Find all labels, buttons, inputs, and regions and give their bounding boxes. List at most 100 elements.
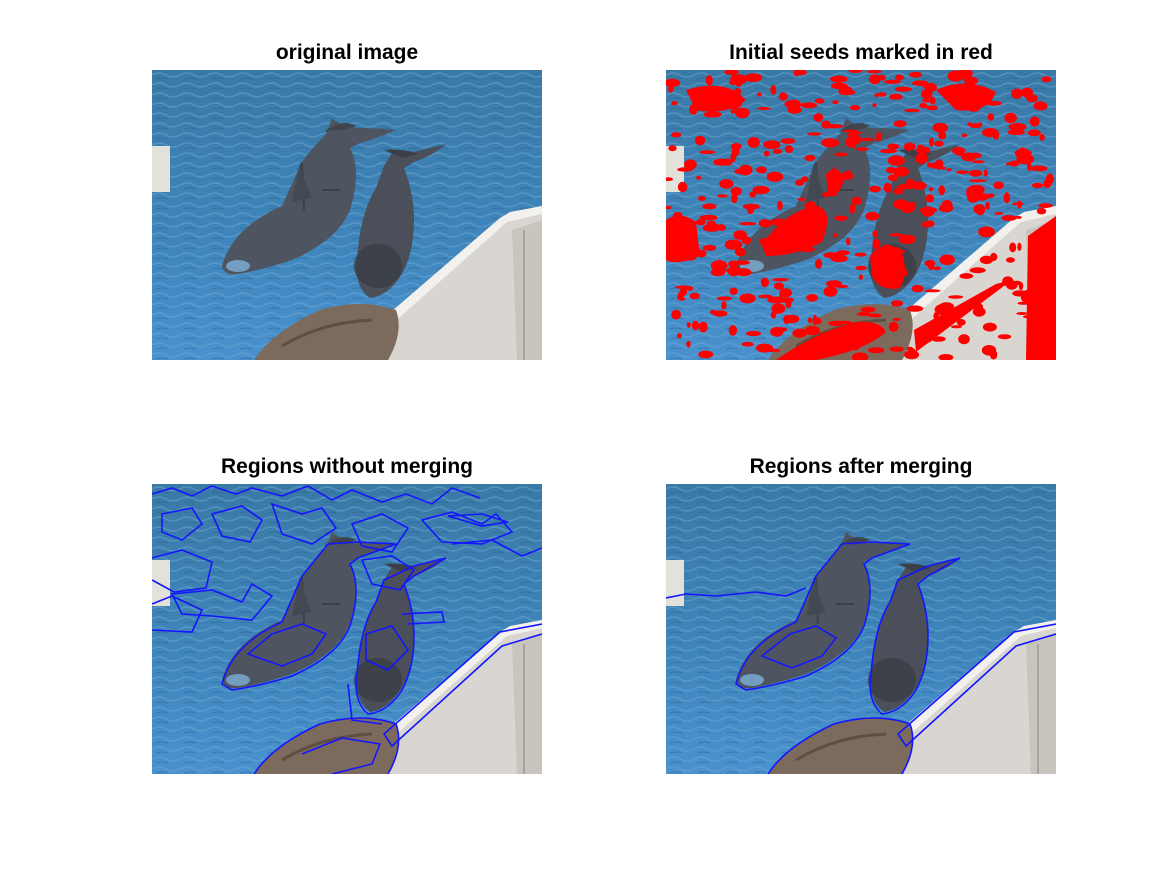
seed-marker — [716, 259, 723, 270]
seed-marker — [889, 93, 903, 100]
seed-marker — [849, 105, 861, 111]
seed-marker — [851, 196, 863, 205]
seed-marker — [719, 179, 734, 189]
seed-marker — [724, 239, 743, 250]
seed-marker — [1005, 162, 1012, 166]
seed-marker — [883, 79, 902, 84]
seed-marker — [770, 311, 777, 319]
seed-marker — [702, 203, 717, 210]
seed-marker — [926, 105, 939, 111]
seed-marker — [961, 152, 977, 162]
seed-marker — [784, 314, 800, 324]
seed-marker — [909, 71, 922, 78]
seed-marker — [691, 320, 700, 331]
seed-marker — [666, 205, 673, 210]
seed-marker — [792, 328, 808, 338]
seed-marker — [893, 120, 907, 128]
seed-marker — [906, 305, 924, 312]
seed-marker — [929, 162, 943, 169]
seed-marker — [745, 330, 762, 337]
seed-marker — [919, 207, 938, 213]
seed-marker — [979, 255, 994, 265]
seed-marker — [709, 224, 716, 231]
seed-marker — [872, 238, 881, 250]
seed-marker — [730, 143, 742, 150]
seed-marker — [744, 73, 763, 82]
seed-marker — [777, 200, 783, 211]
seed-marker — [877, 74, 886, 81]
seed-marker — [668, 85, 674, 93]
seed-marker — [889, 233, 903, 237]
seed-marker — [698, 196, 706, 201]
seed-marker — [893, 199, 909, 210]
seed-marker — [1046, 173, 1054, 185]
seed-marker — [857, 312, 872, 316]
seed-marker — [686, 322, 691, 328]
seed-marker — [950, 325, 962, 329]
seed-marker — [854, 252, 867, 257]
seed-marker — [856, 147, 869, 151]
seed-marker — [710, 268, 726, 277]
seeds-image-panel — [666, 70, 1056, 360]
seed-marker — [982, 128, 999, 138]
seed-marker — [698, 321, 708, 333]
merged-region-boundaries — [666, 541, 1056, 774]
seed-marker — [876, 92, 887, 97]
seed-marker — [1009, 160, 1020, 167]
seed-marker — [874, 93, 879, 98]
seed-marker — [804, 154, 816, 162]
seed-marker — [904, 350, 920, 360]
seed-marker — [939, 254, 955, 266]
seed-marker — [983, 169, 989, 177]
seed-marker — [1011, 88, 1023, 99]
seed-marker — [869, 185, 881, 193]
seed-marker — [890, 300, 904, 307]
seed-marker — [866, 70, 883, 74]
seed-marker — [823, 192, 828, 198]
seed-marker — [1014, 215, 1022, 219]
seed-marker — [907, 201, 916, 209]
seed-marker — [916, 146, 931, 155]
seed-marker — [977, 122, 983, 128]
seed-marker — [924, 220, 935, 227]
seed-marker — [771, 303, 786, 314]
seed-marker — [766, 171, 784, 182]
seed-marker — [696, 175, 702, 180]
seed-marker — [712, 310, 728, 317]
seed-marker — [703, 111, 722, 118]
seed-marker — [702, 244, 717, 251]
seed-marker — [1021, 87, 1033, 98]
seed-marker — [784, 145, 794, 154]
seed-marker — [758, 294, 773, 299]
seed-marker — [928, 187, 933, 192]
seed-marker — [814, 98, 825, 104]
seed-marker — [1031, 182, 1044, 188]
seed-marker — [1004, 112, 1017, 124]
seed-marker — [994, 211, 1004, 215]
seed-marker — [739, 222, 757, 226]
seed-marker — [1038, 203, 1053, 209]
seed-marker — [779, 293, 786, 298]
seed-marker — [984, 193, 992, 199]
seed-marker — [887, 143, 899, 150]
seed-marker — [734, 247, 747, 257]
seed-marker — [807, 317, 813, 323]
seed-marker — [785, 299, 792, 309]
seed-marker — [972, 306, 986, 317]
seed-marker — [717, 224, 726, 231]
seed-marker — [957, 70, 973, 80]
seed-marker — [1027, 129, 1041, 137]
seed-marker — [806, 294, 818, 302]
seed-marker — [894, 74, 904, 81]
seed-marker — [959, 273, 974, 279]
seed-marker — [729, 287, 738, 295]
seed-marker — [961, 133, 968, 138]
seed-marker — [671, 309, 681, 320]
seed-marker — [1001, 215, 1017, 221]
seed-regions-large — [666, 83, 1056, 360]
seed-marker — [938, 354, 954, 360]
seed-marker — [731, 193, 738, 204]
seed-marker — [920, 89, 933, 99]
seed-marker — [941, 166, 946, 170]
seed-marker — [1011, 202, 1024, 206]
